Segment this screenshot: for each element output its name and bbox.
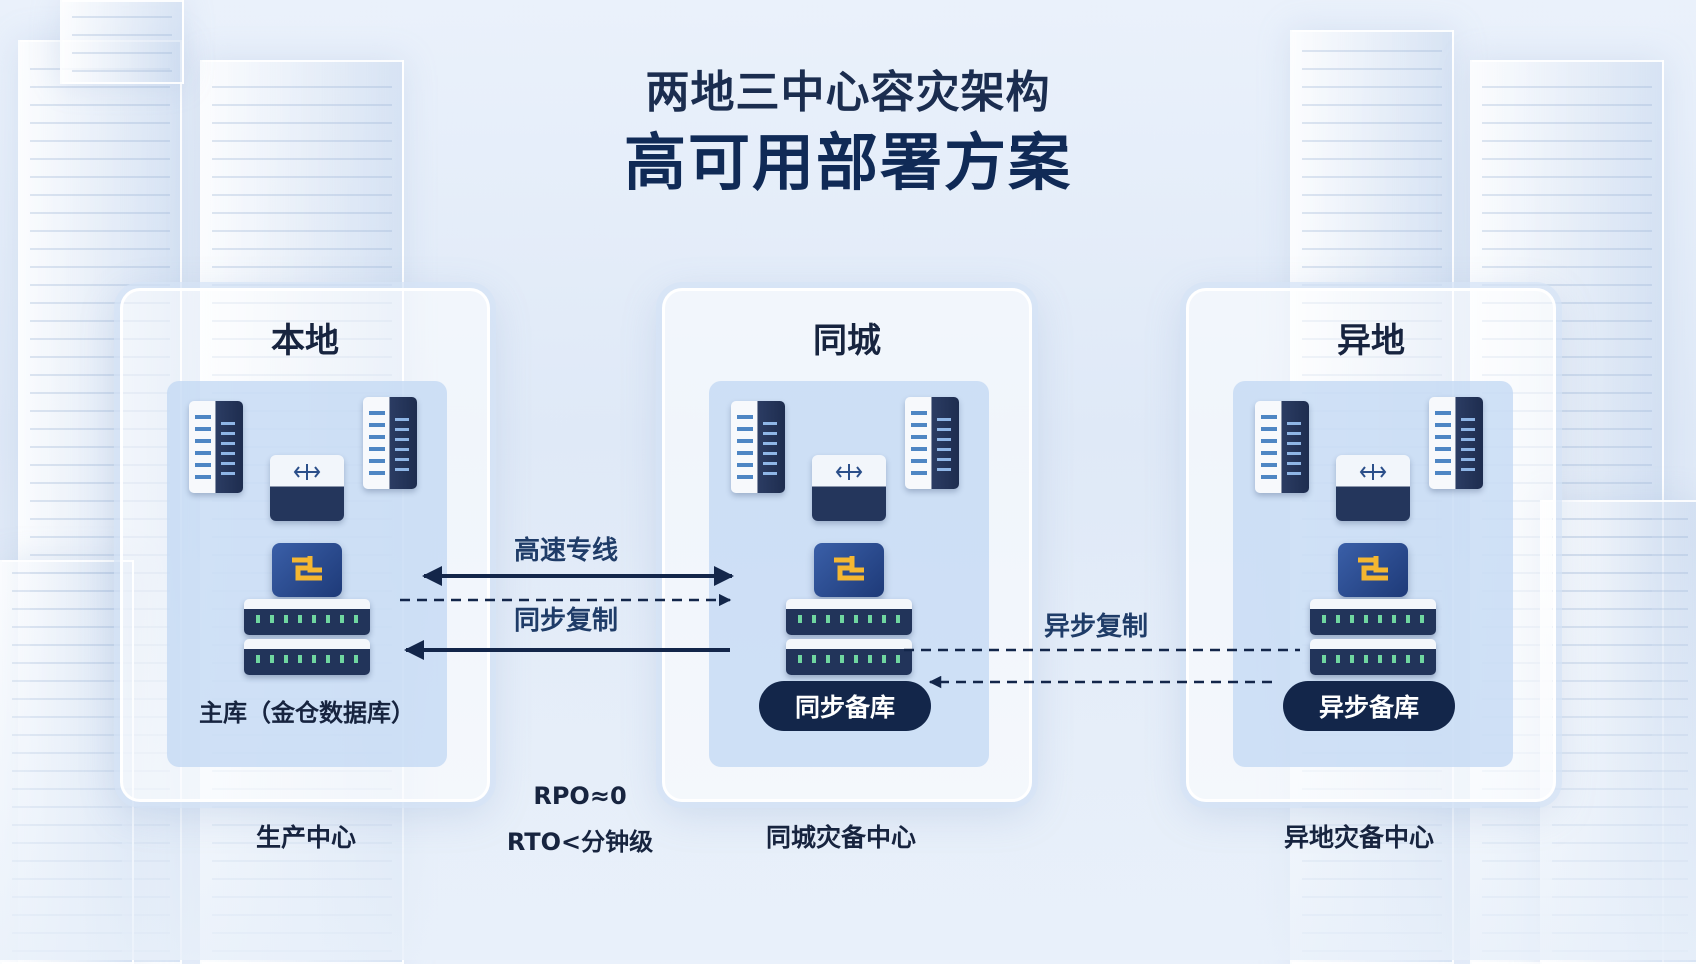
center-panel-local: 本地 主库（金仓数据库） xyxy=(120,288,490,802)
panel-header-local: 本地 xyxy=(271,321,339,361)
async-replication-label: 异步复制 xyxy=(1044,612,1149,642)
rto-metric: RTO<分钟级 xyxy=(506,828,654,856)
sync-replication-label: 同步复制 xyxy=(514,606,619,636)
equipment-area-remote: 异步备库 xyxy=(1233,381,1513,767)
panel-header-remote: 异地 xyxy=(1337,321,1405,361)
rack-server-icon xyxy=(1255,401,1309,493)
panel-header-same-city: 同城 xyxy=(813,321,881,361)
dedicated-line-label: 高速专线 xyxy=(514,536,619,566)
database-server-icon xyxy=(782,543,916,679)
equipment-area-same-city: 同步备库 xyxy=(709,381,989,767)
database-server-icon xyxy=(240,543,374,679)
center-panel-remote: 异地 异步备库 xyxy=(1186,288,1556,802)
center-panel-same-city: 同城 同步备库 xyxy=(662,288,1032,802)
network-switch-icon xyxy=(270,455,344,521)
rpo-metric: RPO≈0 xyxy=(533,782,627,810)
async-standby-badge: 异步备库 xyxy=(1283,681,1455,731)
network-switch-icon xyxy=(1336,455,1410,521)
page-title: 两地三中心容灾架构 xyxy=(645,67,1051,118)
page-subtitle: 高可用部署方案 xyxy=(623,126,1072,199)
primary-db-label: 主库（金仓数据库） xyxy=(199,699,415,727)
rack-server-icon xyxy=(363,397,417,489)
caption-production-center: 生产中心 xyxy=(256,823,357,852)
sync-standby-badge: 同步备库 xyxy=(759,681,931,731)
kingbase-logo-icon xyxy=(272,543,342,597)
kingbase-logo-icon xyxy=(1338,543,1408,597)
rack-server-icon xyxy=(189,401,243,493)
database-server-icon xyxy=(1306,543,1440,679)
kingbase-logo-icon xyxy=(814,543,884,597)
caption-remote-center: 异地灾备中心 xyxy=(1284,823,1435,852)
caption-same-city-center: 同城灾备中心 xyxy=(766,823,917,852)
rack-server-icon xyxy=(731,401,785,493)
rack-server-icon xyxy=(905,397,959,489)
equipment-area-local: 主库（金仓数据库） xyxy=(167,381,447,767)
rack-server-icon xyxy=(1429,397,1483,489)
network-switch-icon xyxy=(812,455,886,521)
